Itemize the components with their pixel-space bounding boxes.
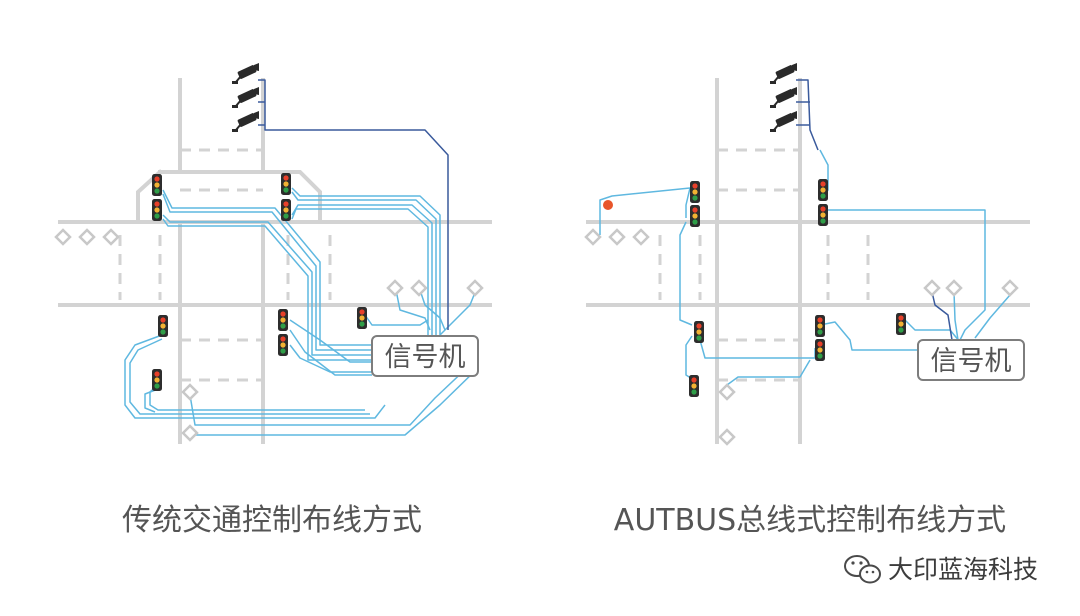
left-panel: 信号机 传统交通控制布线方式 — [54, 62, 492, 538]
camera-icon — [769, 86, 798, 109]
traffic-light-icon — [278, 309, 288, 331]
traffic-light-icon — [690, 181, 700, 203]
traffic-light-icon — [818, 179, 828, 201]
traffic-light-icon — [278, 334, 288, 356]
diamond-detector-icon — [78, 228, 96, 246]
right-traffic-lights — [689, 179, 906, 397]
right-controller-label: 信号机 — [931, 346, 1012, 377]
camera-icon — [231, 62, 260, 85]
traffic-light-icon — [357, 307, 367, 329]
traffic-light-icon — [281, 173, 291, 195]
left-roads — [58, 78, 492, 444]
traffic-light-icon — [152, 174, 162, 196]
traffic-light-icon — [815, 315, 825, 337]
diamond-detector-icon — [718, 383, 736, 401]
diamond-detector-icon — [181, 383, 199, 401]
traffic-light-icon — [152, 369, 162, 391]
diamond-detector-icon — [718, 428, 736, 446]
diamond-detector-icon — [102, 228, 120, 246]
right-panel: 信号机 AUTBUS总线式控制布线方式 — [584, 62, 1030, 538]
traffic-light-icon — [896, 313, 906, 335]
red-sensor-icon — [603, 200, 613, 210]
diamond-detector-icon — [54, 228, 72, 246]
left-controller-label: 信号机 — [385, 342, 466, 373]
camera-icon — [231, 110, 260, 133]
traffic-light-icon — [694, 321, 704, 343]
diamond-detector-icon — [1001, 279, 1019, 297]
diamond-detector-icon — [632, 228, 650, 246]
right-controller: 信号机 — [917, 339, 1025, 381]
right-detectors — [584, 200, 1019, 446]
right-caption: AUTBUS总线式控制布线方式 — [614, 503, 1006, 538]
diamond-detector-icon — [923, 279, 941, 297]
left-caption: 传统交通控制布线方式 — [122, 503, 422, 538]
diamond-detector-icon — [386, 279, 404, 297]
right-cameras — [769, 62, 798, 133]
right-roads — [586, 78, 1030, 444]
camera-icon — [231, 86, 260, 109]
diamond-detector-icon — [410, 279, 428, 297]
left-detectors — [54, 228, 484, 442]
diamond-detector-icon — [466, 279, 484, 297]
traffic-light-icon — [818, 204, 828, 226]
traffic-light-icon — [158, 315, 168, 337]
camera-icon — [769, 110, 798, 133]
traffic-light-icon — [815, 339, 825, 361]
diamond-detector-icon — [181, 424, 199, 442]
traffic-light-icon — [690, 205, 700, 227]
left-controller: 信号机 — [371, 335, 479, 377]
traffic-light-icon — [152, 199, 162, 221]
left-cameras — [231, 62, 260, 133]
traffic-light-icon — [689, 375, 699, 397]
diamond-detector-icon — [584, 228, 602, 246]
diamond-detector-icon — [945, 279, 963, 297]
traffic-light-icon — [281, 199, 291, 221]
watermark-text: 大印蓝海科技 — [888, 555, 1038, 584]
wechat-icon — [844, 555, 881, 584]
camera-icon — [769, 62, 798, 85]
left-wiring — [124, 79, 479, 436]
diamond-detector-icon — [608, 228, 626, 246]
watermark: 大印蓝海科技 — [844, 555, 1038, 584]
